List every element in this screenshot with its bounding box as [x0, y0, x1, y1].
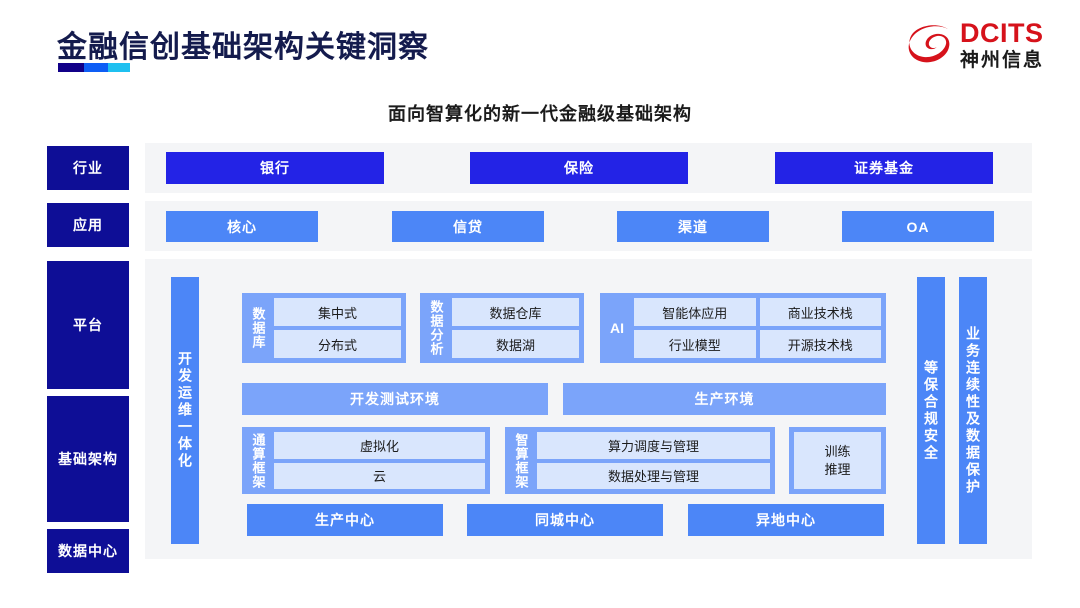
group-data-analytics-label: 数据分析 [428, 300, 444, 356]
group-ai-label: AI [610, 320, 624, 336]
group-ai: AI 智能体应用 商业技术栈 行业模型 开源技术栈 [600, 293, 886, 363]
group-intelligent-compute-label: 智算框架 [513, 432, 529, 489]
application-chip-oa[interactable]: OA [842, 211, 994, 242]
training-label: 训练 [824, 443, 851, 459]
group-intelligent-compute: 智算框架 算力调度与管理 数据处理与管理 [505, 427, 775, 494]
group-data-analytics: 数据分析 数据仓库 数据湖 [420, 293, 584, 363]
sidebar-devops-integration: 开发运维一体化 [171, 277, 199, 544]
brand-logo: DCITS 神州信息 [907, 20, 1044, 70]
diagram-subtitle: 面向智算化的新一代金融级基础架构 [388, 104, 692, 124]
group-general-compute-label: 通算框架 [250, 432, 266, 489]
datacenter-chip-production[interactable]: 生产中心 [247, 504, 443, 536]
page-title: 金融信创基础架构关键洞察 [57, 31, 429, 64]
layer-label-application: 应用 [47, 203, 129, 247]
inference-label: 推理 [824, 461, 851, 477]
cell-industry-model[interactable]: 行业模型 [634, 330, 756, 358]
datacenter-chip-metro[interactable]: 同城中心 [467, 504, 663, 536]
industry-chip-insurance[interactable]: 保险 [470, 152, 688, 184]
env-bar-dev-test[interactable]: 开发测试环境 [242, 383, 548, 415]
layer-label-industry: 行业 [47, 146, 129, 190]
application-chip-credit[interactable]: 信贷 [392, 211, 544, 242]
sidebar-security-compliance: 等保合规安全 [917, 277, 945, 544]
sidebar-business-continuity: 业务连续性及数据保护 [959, 277, 987, 544]
logo-wordmark-en: DCITS [959, 18, 1044, 48]
dcits-swirl-icon [908, 25, 950, 63]
env-bar-production[interactable]: 生产环境 [563, 383, 886, 415]
cell-agent-application[interactable]: 智能体应用 [634, 298, 756, 326]
industry-chip-securities[interactable]: 证券基金 [775, 152, 993, 184]
group-database: 数据库 集中式 分布式 [242, 293, 406, 363]
logo-wordmark-cn: 神州信息 [959, 50, 1044, 71]
cell-virtualization[interactable]: 虚拟化 [274, 432, 485, 459]
datacenter-chip-remote[interactable]: 异地中心 [688, 504, 884, 536]
cell-opensource-stack[interactable]: 开源技术栈 [759, 330, 881, 358]
cell-centralized[interactable]: 集中式 [274, 298, 401, 326]
group-general-compute: 通算框架 虚拟化 云 [242, 427, 490, 494]
slide-header: 金融信创基础架构关键洞察 DCITS 神州信息 [0, 0, 1080, 88]
application-chip-core[interactable]: 核心 [166, 211, 318, 242]
cell-commercial-stack[interactable]: 商业技术栈 [759, 298, 881, 326]
cell-cloud[interactable]: 云 [274, 462, 485, 489]
layer-label-infrastructure: 基础架构 [47, 396, 129, 522]
layer-label-platform: 平台 [47, 261, 129, 389]
cell-data-warehouse[interactable]: 数据仓库 [452, 298, 579, 326]
box-training-inference[interactable]: 训练 推理 [789, 427, 886, 494]
layer-label-datacenter: 数据中心 [47, 529, 129, 573]
group-database-label: 数据库 [250, 307, 266, 349]
cell-data-processing[interactable]: 数据处理与管理 [537, 462, 770, 489]
title-accent-bar [58, 63, 130, 72]
industry-chip-bank[interactable]: 银行 [166, 152, 384, 184]
cell-distributed[interactable]: 分布式 [274, 330, 401, 358]
application-chip-channel[interactable]: 渠道 [617, 211, 769, 242]
cell-data-lake[interactable]: 数据湖 [452, 330, 579, 358]
cell-compute-scheduling[interactable]: 算力调度与管理 [537, 432, 770, 459]
